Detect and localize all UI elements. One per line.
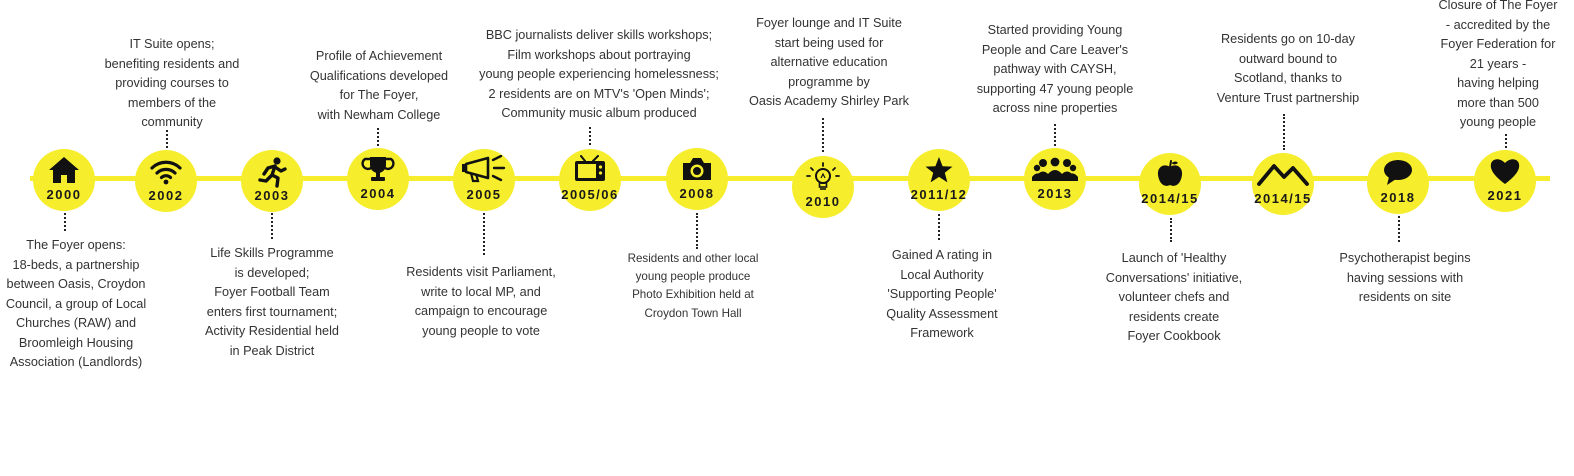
milestone-description: BBC journalists deliver skills workshops… xyxy=(479,28,719,120)
year-label: 2011/12 xyxy=(910,187,968,202)
milestone-2003-circle: 2003 xyxy=(241,150,303,212)
connector xyxy=(1505,134,1507,148)
connector xyxy=(166,130,168,148)
year-label: 2018 xyxy=(1380,190,1416,205)
milestone-description: Residents visit Parliament, write to loc… xyxy=(406,265,556,338)
milestone-2004-circle: 2004 xyxy=(347,148,409,210)
camera-icon xyxy=(683,158,711,180)
house-icon xyxy=(49,157,79,183)
connector xyxy=(1283,114,1285,150)
year-label: 2014/15 xyxy=(1254,191,1312,206)
television-icon xyxy=(575,155,605,181)
year-label: 2005/06 xyxy=(561,187,619,202)
connector xyxy=(271,213,273,239)
connector xyxy=(822,118,824,152)
connector xyxy=(483,213,485,255)
milestone-2011-12-circle: 2011/12 xyxy=(908,149,970,211)
milestone-2014-15-mountain-circle: 2014/15 xyxy=(1252,153,1314,215)
connector xyxy=(377,128,379,146)
milestone-2013-circle: 2013 xyxy=(1024,148,1086,210)
lightbulb-icon xyxy=(806,162,840,190)
year-label: 2010 xyxy=(805,194,841,209)
milestone-2021-circle: 2021 xyxy=(1474,150,1536,212)
heart-icon xyxy=(1490,159,1520,184)
apple-icon xyxy=(1157,160,1183,186)
milestone-description: IT Suite opens; benefiting residents and… xyxy=(104,37,240,129)
milestone-description: The Foyer opens: 18-beds, a partnership … xyxy=(5,238,147,369)
milestone-2014-15-apple-circle: 2014/15 xyxy=(1139,153,1201,215)
year-label: 2014/15 xyxy=(1141,191,1199,206)
milestone-2010-circle: 2010 xyxy=(792,156,854,218)
timeline-line xyxy=(30,176,1550,181)
year-label: 2008 xyxy=(679,186,715,201)
year-label: 2004 xyxy=(360,186,396,201)
milestone-description: Psychotherapist begins having sessions w… xyxy=(1339,251,1471,304)
connector xyxy=(1170,218,1172,242)
milestone-description: Profile of Achievement Qualifications de… xyxy=(309,49,449,122)
megaphone-icon xyxy=(462,155,506,183)
milestone-2002-circle: 2002 xyxy=(135,150,197,212)
milestone-2008-circle: 2008 xyxy=(666,148,728,210)
milestone-2000-circle: 2000 xyxy=(33,149,95,211)
milestone-description: Closure of The Foyer - accredited by the… xyxy=(1438,0,1558,129)
year-label: 2003 xyxy=(254,188,290,203)
year-label: 2002 xyxy=(148,188,184,203)
year-label: 2021 xyxy=(1487,188,1523,203)
connector xyxy=(589,127,591,145)
connector xyxy=(696,213,698,249)
running-person-icon xyxy=(258,157,287,188)
milestone-description: Started providing Young People and Care … xyxy=(976,23,1134,115)
year-label: 2000 xyxy=(46,187,82,202)
trophy-icon xyxy=(361,157,395,181)
year-label: 2005 xyxy=(466,187,502,202)
connector xyxy=(938,214,940,240)
milestone-description: Residents and other local young people p… xyxy=(627,252,759,320)
group-icon xyxy=(1032,157,1078,181)
milestone-description: Residents go on 10-day outward bound to … xyxy=(1216,32,1360,105)
milestone-description: Life Skills Programme is developed; Foye… xyxy=(205,246,339,358)
milestone-2018-circle: 2018 xyxy=(1367,152,1429,214)
milestone-description: Gained A rating in Local Authority 'Supp… xyxy=(886,248,998,340)
milestone-description: Launch of 'Healthy Conversations' initia… xyxy=(1105,251,1243,343)
speech-bubble-icon xyxy=(1384,160,1412,185)
milestone-2005-06-circle: 2005/06 xyxy=(559,149,621,211)
connector xyxy=(64,213,66,231)
mountain-icon xyxy=(1257,164,1309,186)
wifi-icon xyxy=(150,160,182,185)
connector xyxy=(1054,124,1056,146)
milestone-2005-circle: 2005 xyxy=(453,149,515,211)
milestone-description: Foyer lounge and IT Suite start being us… xyxy=(748,16,910,108)
connector xyxy=(1398,216,1400,242)
star-icon xyxy=(925,157,953,183)
year-label: 2013 xyxy=(1037,186,1073,201)
